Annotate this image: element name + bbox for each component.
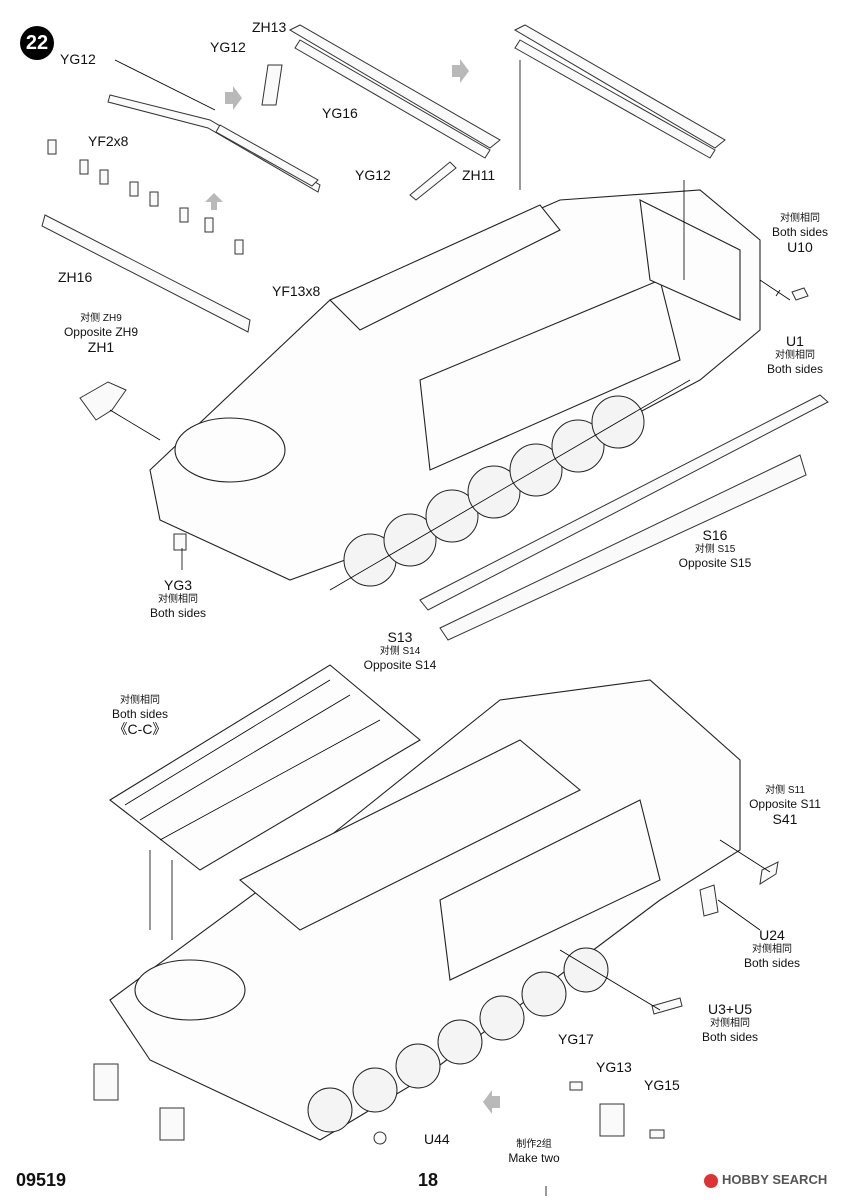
- watermark-text: HOBBY SEARCH: [722, 1172, 828, 1187]
- label-cc: 《C-C》: [113, 721, 167, 737]
- vehicle-top-hull: [149, 189, 761, 591]
- label-u10-cn: 对侧相同: [780, 213, 820, 224]
- label-yg3-group: YG3 对侧相同 Both sides: [138, 578, 218, 621]
- watermark: HOBBY SEARCH: [704, 1172, 827, 1188]
- launcher-frame-cc: [109, 664, 421, 871]
- label-u1-group: U1 对侧相同 Both sides: [755, 334, 835, 377]
- label-u24: U24: [759, 927, 785, 943]
- zh13-strut: [261, 64, 283, 106]
- label-zh1-group: 对侧 ZH9 Opposite ZH9 ZH1: [56, 312, 146, 355]
- leader-lines-bottom: [149, 839, 771, 1011]
- s16-fender: [419, 394, 829, 611]
- label-s16-cn: 对侧 S15: [694, 544, 736, 555]
- label-u35-group: U3+U5 对侧相同 Both sides: [690, 1002, 770, 1045]
- label-u35: U3+U5: [708, 1001, 752, 1017]
- label-cc-group: 对侧相同 Both sides 《C-C》: [100, 694, 180, 737]
- label-u10-both: Both sides: [771, 225, 829, 239]
- leader-lines-top: [109, 60, 791, 570]
- label-u35-cn: 对侧相同: [710, 1018, 750, 1029]
- label-u24-cn: 对侧相同: [752, 944, 792, 955]
- product-code: 09519: [16, 1170, 67, 1190]
- label-cc-both: Both sides: [111, 707, 169, 721]
- label-yf2x8: YF2x8: [88, 133, 129, 149]
- label-s41-cn: 对侧 S11: [765, 785, 805, 796]
- label-yg3-both: Both sides: [149, 606, 207, 620]
- yg3-part: [173, 533, 187, 551]
- label-s41: S41: [772, 811, 798, 827]
- zh16-rail: [41, 214, 251, 333]
- label-yf13x8: YF13x8: [272, 283, 321, 299]
- track-rail-upper-right: [513, 24, 726, 159]
- label-yg3: YG3: [163, 577, 192, 593]
- label-u1: U1: [786, 333, 804, 349]
- label-make: Make two: [508, 1151, 560, 1165]
- label-u10-group: 对侧相同 Both sides U10: [760, 212, 840, 255]
- label-zh1-cn: 对侧 ZH9: [80, 313, 122, 324]
- label-s13-cn: 对侧 S14: [379, 646, 421, 657]
- bottom-small-parts: [93, 861, 779, 1145]
- s13-fender: [439, 454, 807, 641]
- yf-brackets: [47, 139, 244, 255]
- zh1-plate: [79, 381, 127, 421]
- page-number: 18: [418, 1170, 439, 1190]
- label-yg12-a: YG12: [60, 51, 96, 67]
- label-s13: S13: [387, 629, 413, 645]
- label-u24-both: Both sides: [743, 956, 801, 970]
- label-s16: S16: [702, 527, 728, 543]
- label-s16-opp: Opposite S15: [678, 556, 752, 570]
- label-yg12-b: YG12: [210, 39, 246, 55]
- label-u44: U44: [424, 1131, 450, 1147]
- label-s41-group: 对侧 S11 Opposite S11 S41: [740, 784, 830, 827]
- label-zh1: ZH1: [87, 339, 115, 355]
- label-u35-both: Both sides: [701, 1030, 759, 1044]
- label-s13-opp: Opposite S14: [363, 658, 437, 672]
- watermark-logo-icon: [704, 1173, 718, 1188]
- label-yg16: YG16: [322, 105, 358, 121]
- label-s16-group: S16 对侧 S15 Opposite S15: [668, 528, 762, 571]
- direction-arrows: [205, 59, 500, 1114]
- label-s13-group: S13 对侧 S14 Opposite S14: [352, 630, 448, 673]
- label-u1-both: Both sides: [766, 362, 824, 376]
- label-yg17: YG17: [558, 1031, 594, 1047]
- track-rail-upper-left: [288, 24, 501, 159]
- label-u1-cn: 对侧相同: [775, 350, 815, 361]
- label-u24-group: U24 对侧相同 Both sides: [732, 928, 812, 971]
- label-zh11: ZH11: [462, 167, 496, 183]
- label-yg15: YG15: [644, 1077, 680, 1093]
- label-zh16: ZH16: [58, 269, 93, 285]
- label-cc-cn: 对侧相同: [120, 695, 160, 706]
- label-yg12-c: YG12: [355, 167, 391, 183]
- label-make-cn: 制作2组: [516, 1139, 552, 1150]
- label-yg3-cn: 对侧相同: [158, 594, 198, 605]
- step-number-badge: 22: [20, 26, 54, 60]
- u10-part: [791, 287, 809, 301]
- label-yg13: YG13: [596, 1059, 632, 1075]
- zh11-strut: [409, 161, 457, 201]
- rail-yg12-left: [107, 59, 321, 193]
- label-s41-opp: Opposite S11: [749, 797, 821, 811]
- label-u10: U10: [787, 239, 813, 255]
- label-zh13: ZH13: [252, 19, 287, 35]
- vehicle-bottom-hull: [109, 679, 741, 1141]
- label-make-group: 制作2组 Make two: [494, 1138, 574, 1166]
- label-zh1-opp: Opposite ZH9: [63, 325, 139, 339]
